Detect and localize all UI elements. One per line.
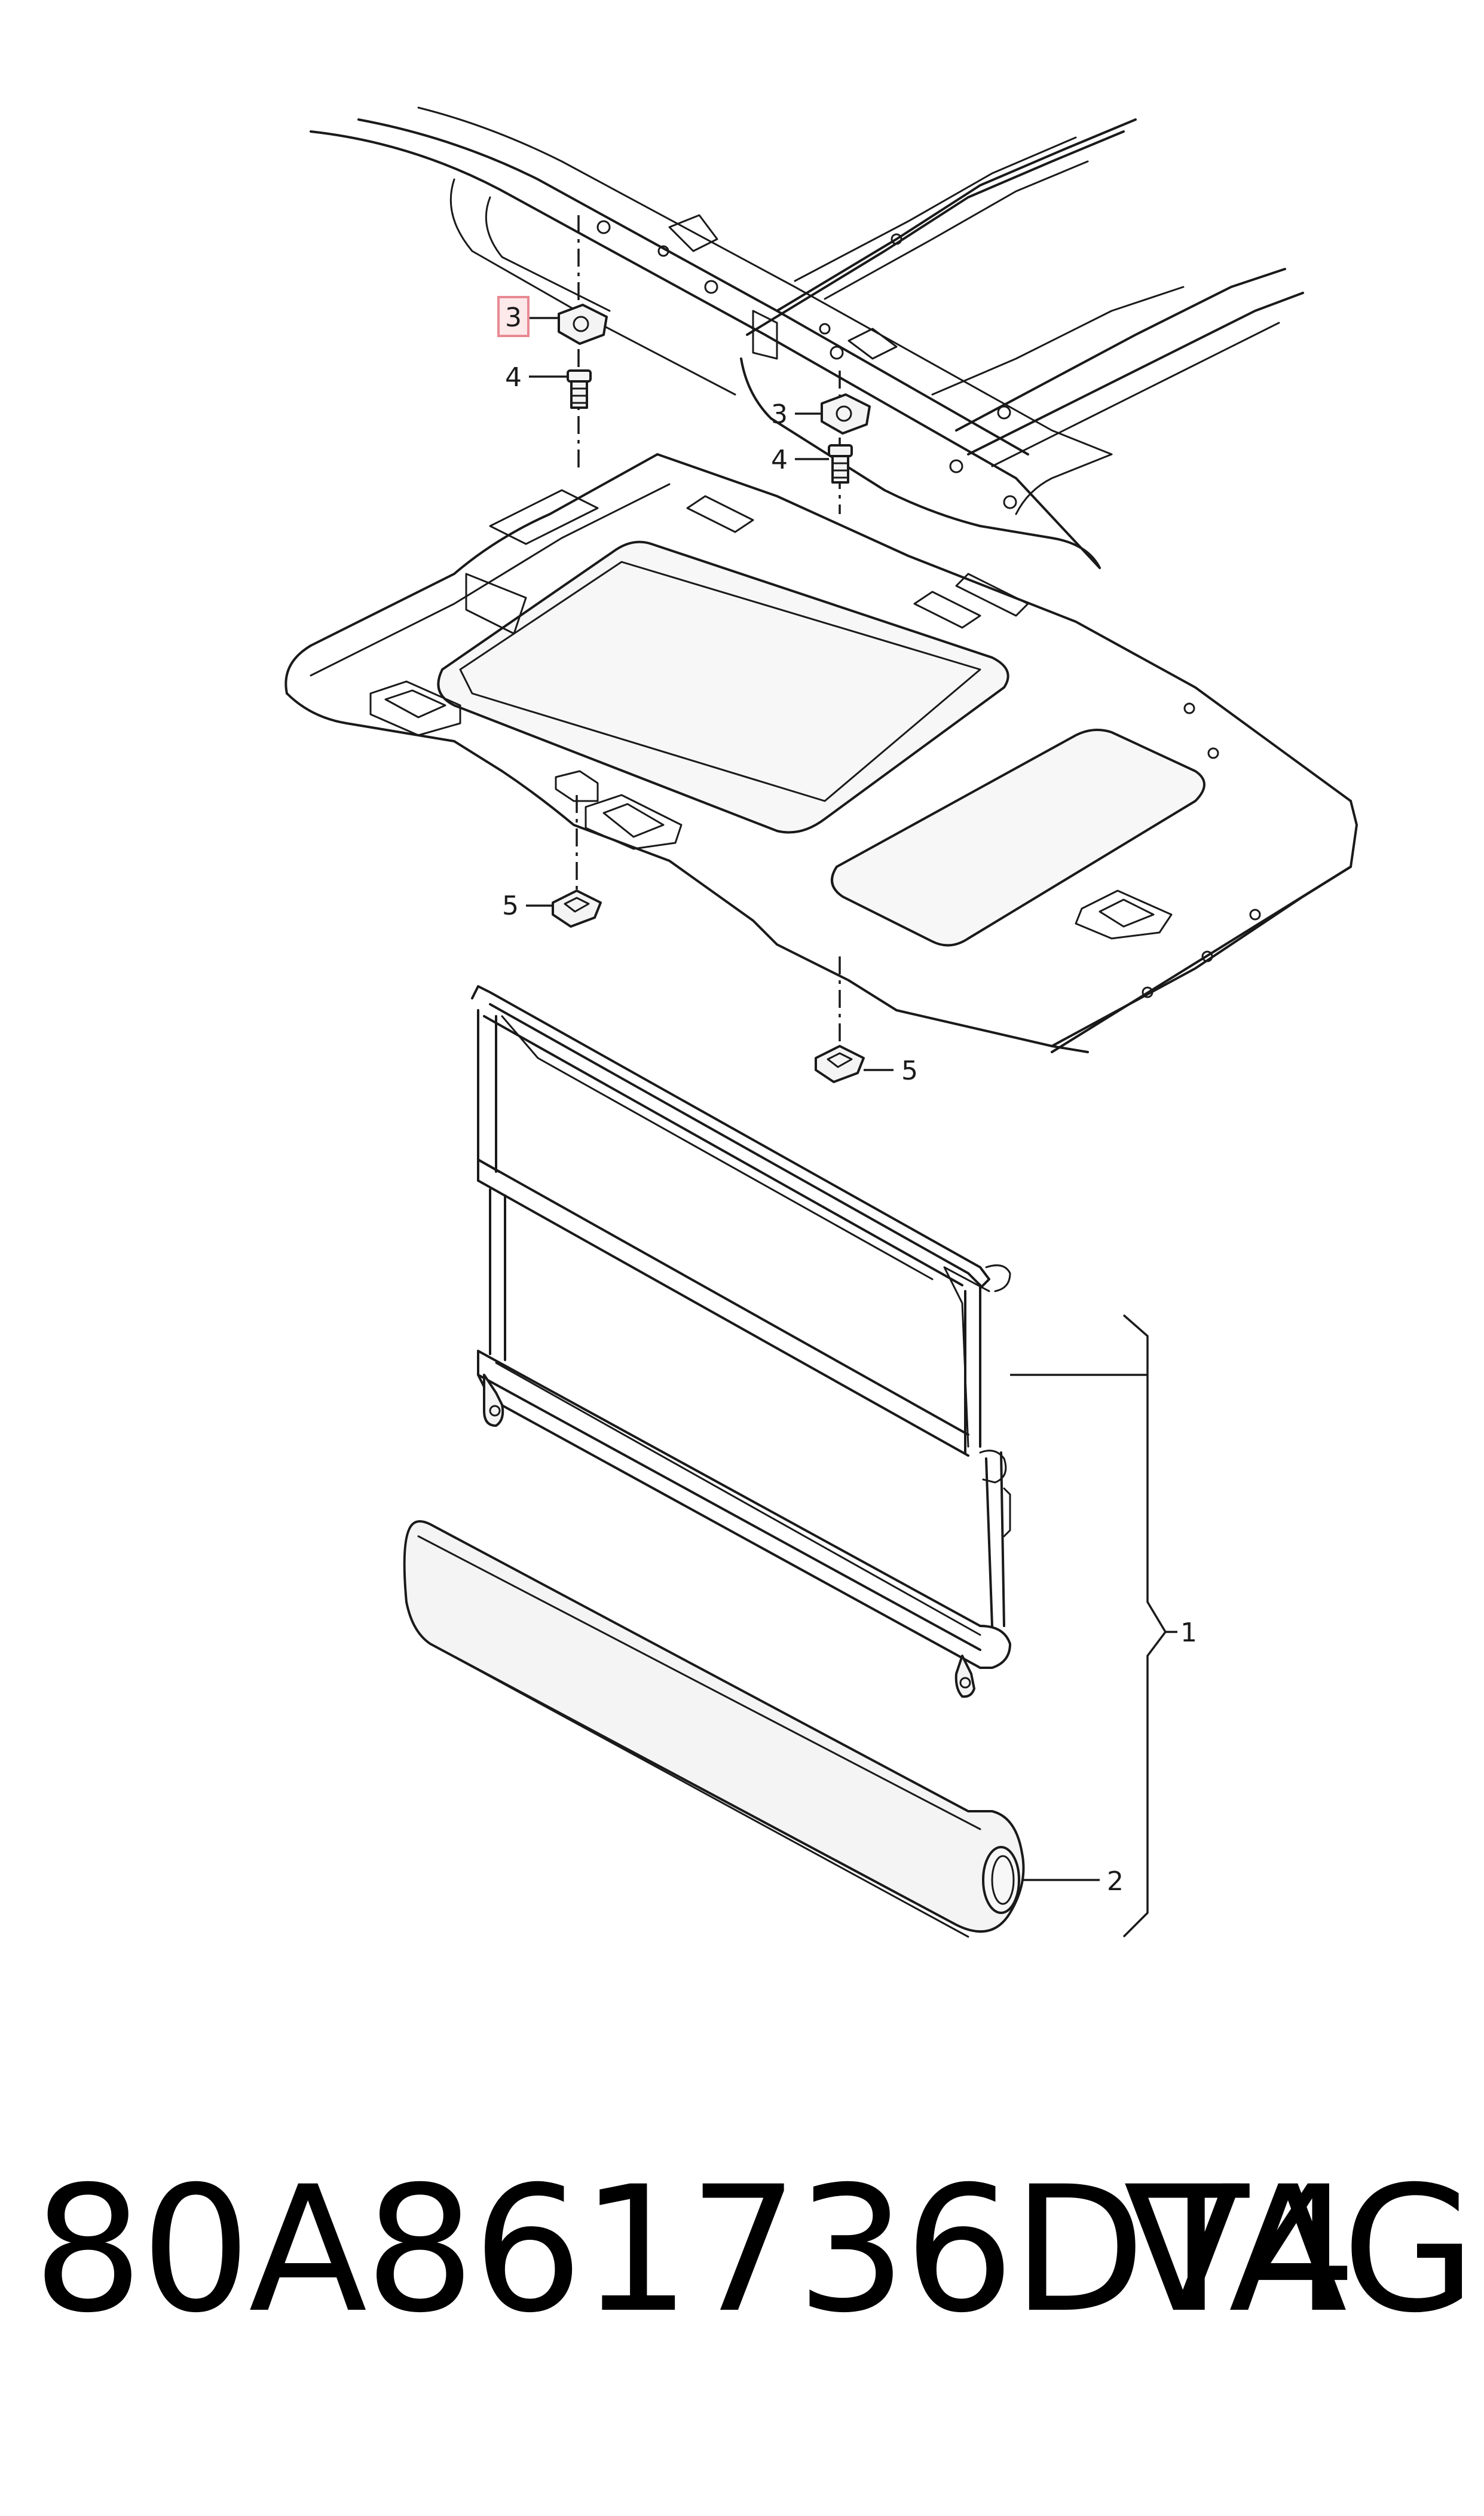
screw-part-4-left: [567, 369, 592, 409]
grommet-part-5-left: [552, 889, 602, 928]
headliner-panel: [284, 453, 1358, 1053]
callout-4-left: 4: [505, 362, 522, 393]
callout-3-right: 3: [771, 399, 788, 430]
roof-frame: [310, 106, 1304, 569]
parts-diagram: 3 4 3 4 5 5 1 2: [284, 106, 1358, 1938]
grommet-part-5-right: [815, 1045, 865, 1083]
cargo-partition-part-1: [471, 985, 1011, 1698]
part-number: 80A861736DT4: [33, 2150, 1357, 2351]
bracket-part-1: [1010, 1314, 1167, 1938]
callout-4-right: 4: [771, 445, 788, 475]
leader-lines: [526, 317, 1177, 1881]
callout-labels: 3 4 3 4 5 5 1 2: [497, 296, 1197, 1897]
screw-part-4-right: [828, 444, 853, 484]
callout-5-right: 5: [901, 1056, 918, 1086]
brand-label: VAG: [1124, 2150, 1476, 2351]
storage-bag-part-2: [403, 1520, 1025, 1938]
callout-3-highlight: [497, 296, 530, 337]
callout-2: 2: [1107, 1866, 1124, 1897]
footer: 80A861736DT4 VAG: [0, 2152, 1484, 2391]
clip-part-3-left: [558, 304, 608, 345]
assembly-guide-lines: [576, 215, 841, 1058]
callout-5-left: 5: [502, 891, 519, 921]
callout-1: 1: [1180, 1618, 1197, 1648]
callout-3-left: 3: [505, 302, 522, 333]
clip-part-3-right: [821, 393, 871, 435]
